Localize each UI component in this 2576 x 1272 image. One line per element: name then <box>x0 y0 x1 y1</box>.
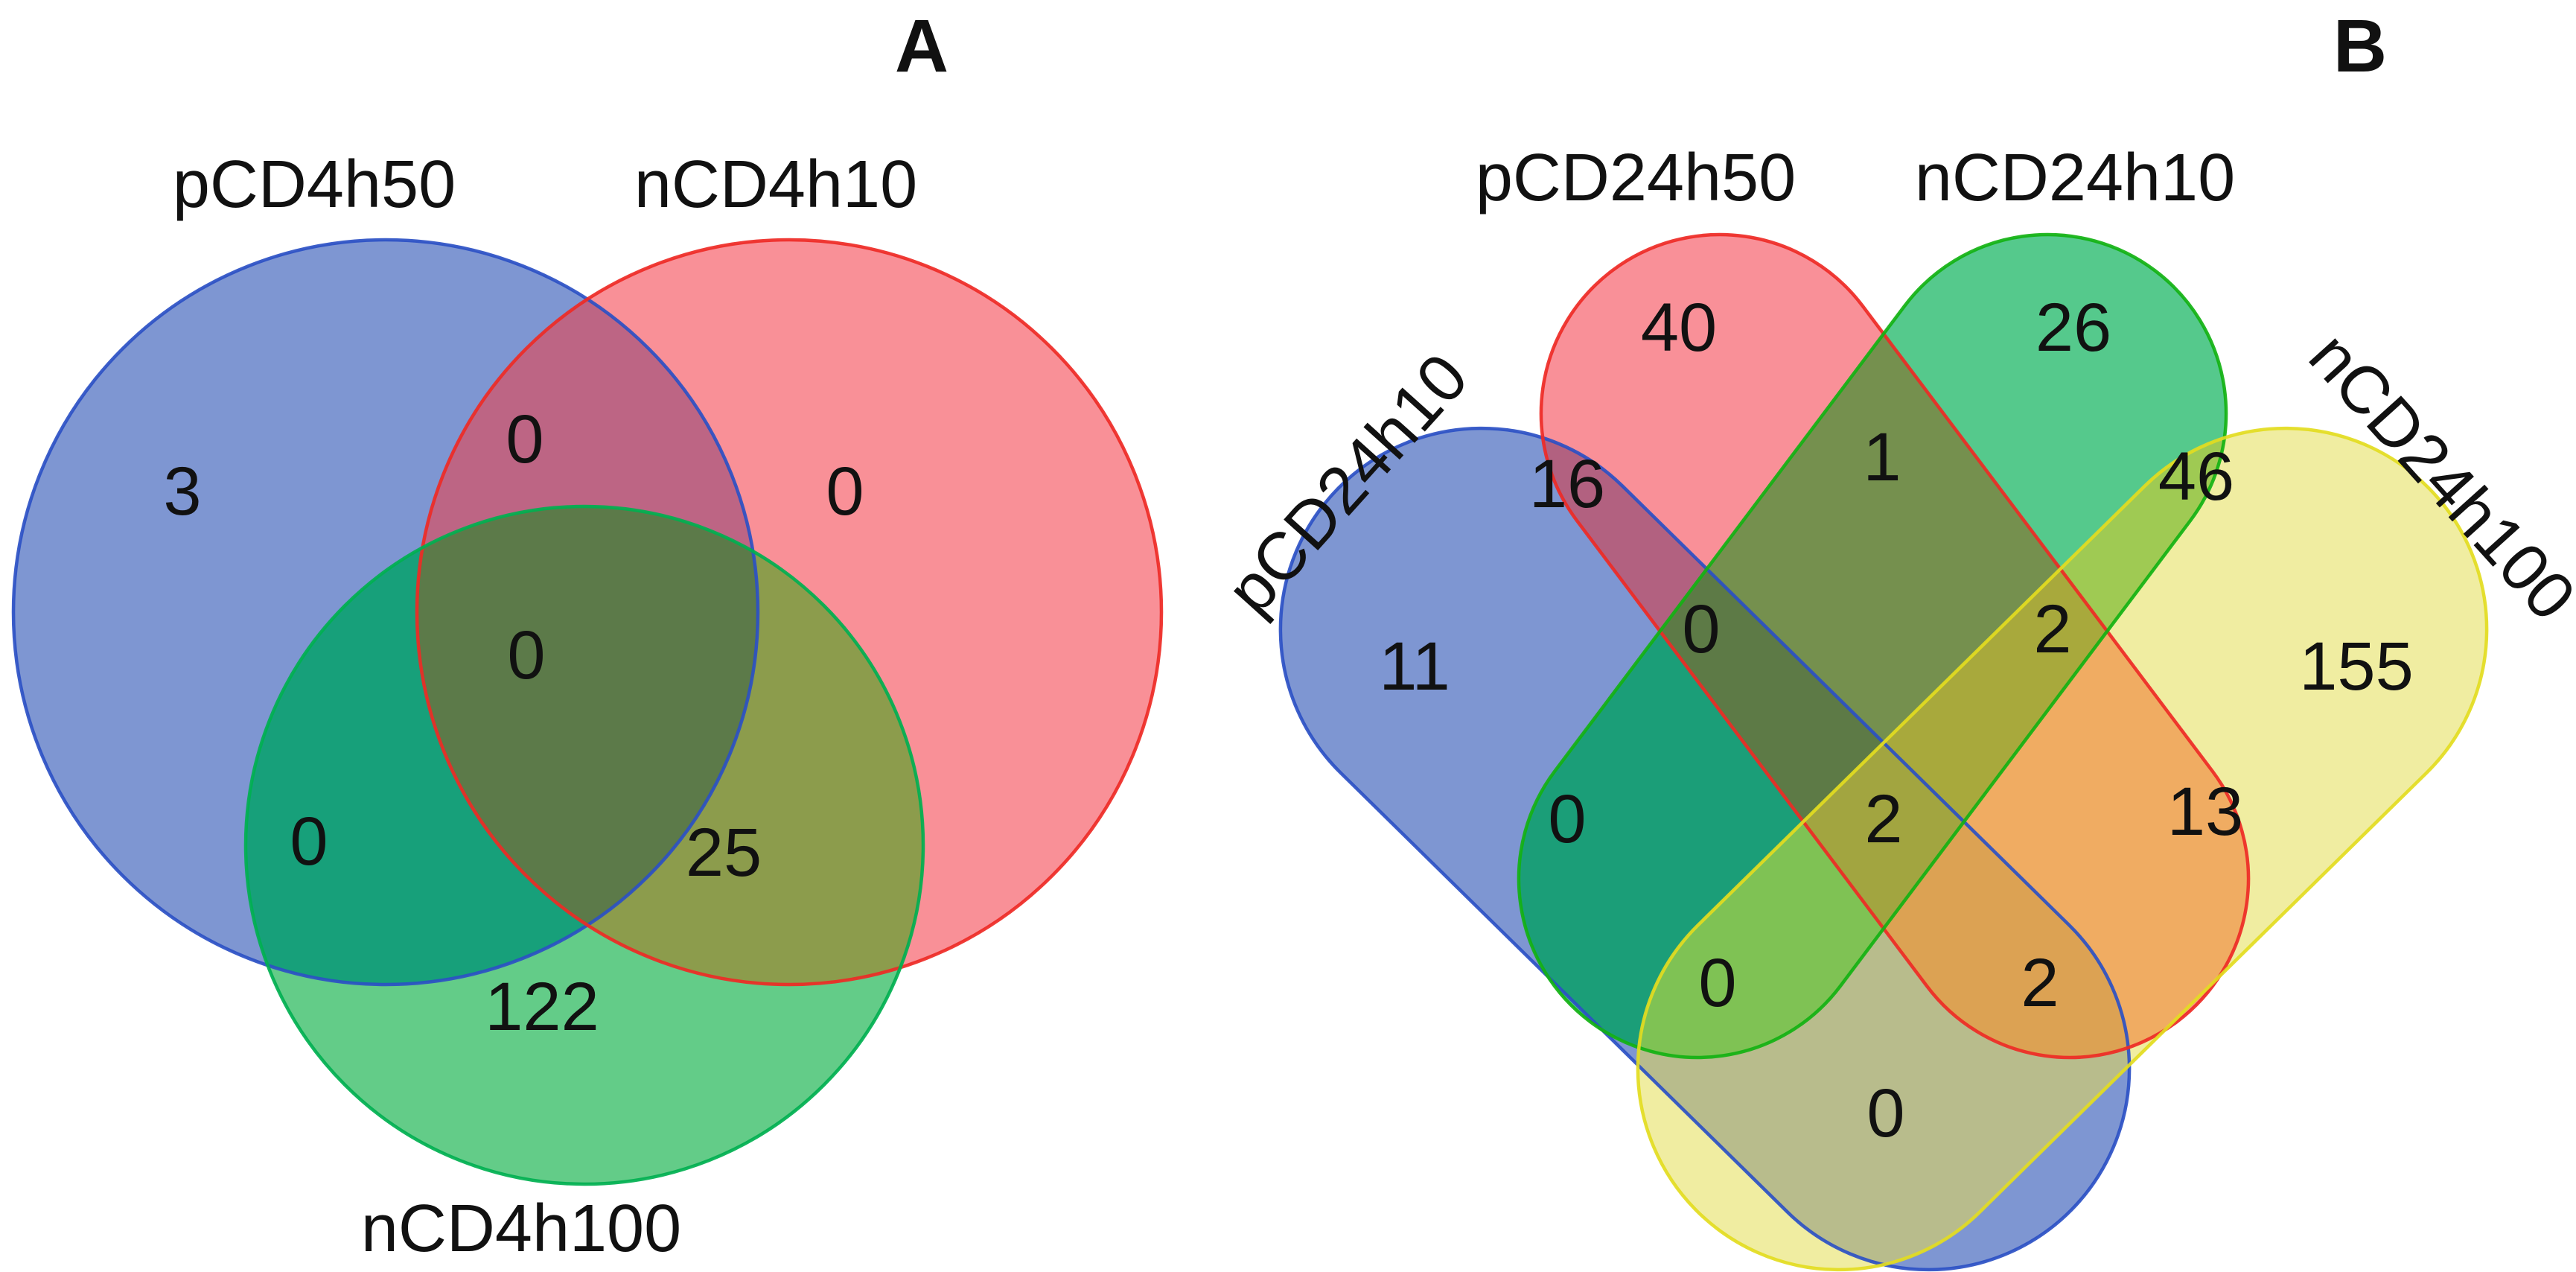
venn-a-label-ncd4h10: nCD4h10 <box>634 147 917 222</box>
venn-b-label-pcd24h50: pCD24h50 <box>1476 141 1796 215</box>
venn-b-count-cd: 46 <box>2158 439 2234 515</box>
venn-b-count-a: 11 <box>1379 629 1450 705</box>
venn-a-label-pcd4h50: pCD4h50 <box>173 147 456 222</box>
venn-b-count-c: 26 <box>2035 290 2111 366</box>
venn-b-count-abd: 2 <box>2021 945 2059 1021</box>
venn-b-count-acd: 0 <box>1698 945 1736 1021</box>
venn-b-count-abc: 0 <box>1682 591 1720 667</box>
venn-b-count-abcd: 2 <box>1864 781 1902 857</box>
venn-b-count-bcd: 2 <box>2033 591 2071 667</box>
venn-a-count-bc: 25 <box>686 815 762 891</box>
venn-a-count-ab: 0 <box>506 401 543 477</box>
venn-b-count-bd: 13 <box>2167 774 2243 850</box>
venn-b-count-b: 40 <box>1641 290 1717 366</box>
venn-b-count-ac: 0 <box>1548 781 1586 857</box>
venn-a-count-ac: 0 <box>290 804 328 880</box>
venn-b-count-ad: 0 <box>1866 1075 1904 1151</box>
venn-b-count-d: 155 <box>2299 629 2414 705</box>
venn-a-count-a: 3 <box>163 454 201 530</box>
venn-a: A pCD4h50 nCD4h10 nCD4h100 3 0 0 0 0 25 … <box>13 4 1161 1266</box>
venn-a-count-c: 122 <box>485 969 599 1045</box>
venn-a-count-abc: 0 <box>507 617 545 693</box>
venn-a-count-b: 0 <box>826 454 864 530</box>
venn-b: B pCD24h50 nCD24h10 pCD24h10 nCD24h100 1… <box>1197 4 2576 1272</box>
panel-a-title: A <box>895 4 949 88</box>
venn-b-count-bc: 1 <box>1863 419 1901 495</box>
venn-b-count-ab: 16 <box>1529 446 1605 522</box>
venn-a-label-ncd4h100: nCD4h100 <box>361 1192 681 1266</box>
panel-b-title: B <box>2333 4 2387 88</box>
venn-b-label-ncd24h10: nCD24h10 <box>1915 141 2235 215</box>
